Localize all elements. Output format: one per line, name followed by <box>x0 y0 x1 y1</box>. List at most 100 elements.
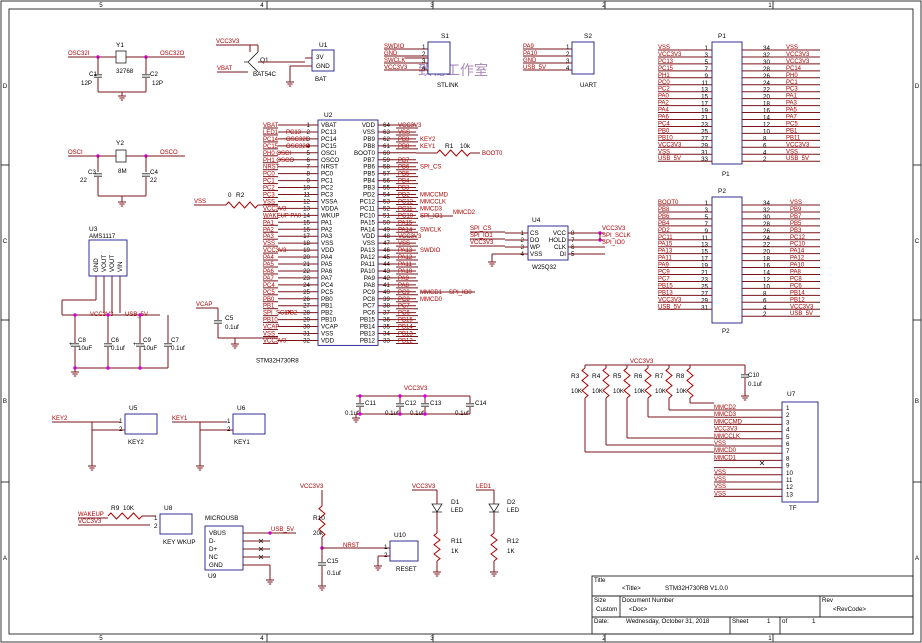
net-label: VSS <box>194 199 206 205</box>
pin-name: PB7 <box>363 157 375 164</box>
net-label: PA12 <box>790 256 805 262</box>
ground-symbol <box>490 568 498 577</box>
ground-lines <box>741 392 749 401</box>
ref-label: R12 <box>507 538 519 545</box>
net-label: MMCD0 <box>420 297 443 303</box>
ref-label: R4 <box>592 373 601 380</box>
pin-name: PC7 <box>363 303 376 310</box>
value-label: 10K <box>634 388 646 395</box>
pin-num: 13 <box>701 87 708 94</box>
pin-num: 22 <box>763 87 770 94</box>
pin-name: PB6 <box>363 164 375 171</box>
ref-label: C1 <box>89 71 97 78</box>
frame-col-label: 5 <box>99 2 103 9</box>
pin-num: 2 <box>763 311 767 318</box>
pin-num: 10 <box>763 283 770 290</box>
net-label: SPI_IO1 <box>470 233 493 239</box>
pin-name: VCC <box>553 230 567 237</box>
net-label: VSS <box>263 241 275 247</box>
net-label: VCC3V3 <box>263 338 287 344</box>
pin-name: PA4 <box>321 254 333 261</box>
net-label: VBAT <box>217 66 233 72</box>
net-label: OSC32I <box>286 137 308 143</box>
switch-u5 <box>124 413 158 435</box>
net-label: PH0 <box>786 73 798 79</box>
ref-label: R5 <box>613 373 622 380</box>
value-label: RESET <box>396 566 417 573</box>
net-label: PA2 <box>658 101 670 107</box>
net-label: PC14 <box>786 66 802 72</box>
ground-symbol <box>286 78 294 87</box>
net-label: PC2 <box>263 186 275 192</box>
value-label: 1K <box>507 548 515 555</box>
net-label: PC13 <box>658 59 674 65</box>
pin-num: 1 <box>705 200 709 207</box>
pin-num: 27 <box>701 135 708 142</box>
net-label: PB13 <box>658 290 673 296</box>
ref-label: R7 <box>655 373 664 380</box>
pin-name: PA7 <box>321 275 333 282</box>
net-label: VSS <box>398 130 410 136</box>
pin-name: PB14 <box>360 324 376 331</box>
ground-symbol <box>71 368 79 377</box>
net-label: SWCLK <box>384 58 405 64</box>
net-label: PH1 OSCO <box>263 158 294 164</box>
pin-name: VDD <box>321 337 335 344</box>
capacitor <box>94 173 102 177</box>
frame-row-label: D <box>3 83 8 90</box>
net-label: KEY1 <box>420 144 436 150</box>
net-label: BOOT0 <box>482 151 503 157</box>
net-label: PB5 <box>398 172 410 178</box>
value-label: KEY1 <box>234 439 250 446</box>
pin-num: 16 <box>763 263 770 270</box>
pin-name: PC14 <box>321 136 337 143</box>
net-label: VCC3V3 <box>714 427 738 433</box>
net-label: MMCCMD <box>714 419 743 425</box>
net-label: PA9 <box>658 263 670 269</box>
rev-label: Rev <box>822 597 834 604</box>
frame-col-label: 4 <box>260 2 264 9</box>
led-d1 <box>431 503 443 513</box>
net-label: PA1 <box>786 94 798 100</box>
junction-dot <box>73 366 77 370</box>
pin-num: 9 <box>705 228 709 235</box>
pin-label: GND <box>316 63 330 70</box>
pin-num: 7 <box>786 448 790 455</box>
value-label: 10K <box>655 388 667 395</box>
capacitor <box>142 74 150 78</box>
frame-row-label: D <box>915 83 920 90</box>
capacitor <box>466 403 474 407</box>
pin-name: PA13 <box>360 247 375 254</box>
crystal-y2 <box>115 149 127 163</box>
net-label: PB9 <box>790 207 802 213</box>
net-label: NRST <box>343 543 360 549</box>
ground-symbol <box>266 576 274 585</box>
pin-name: PA9 <box>364 275 376 282</box>
pin-num: 3 <box>786 419 790 426</box>
ref-label: C4 <box>150 169 158 176</box>
frame-row-label: B <box>3 398 7 405</box>
pin-name: PA14 <box>360 226 375 233</box>
mcu-u2 <box>317 119 379 346</box>
title-block <box>591 575 914 635</box>
net-label: GND <box>384 51 398 57</box>
pin-num: 11 <box>702 80 709 87</box>
junction-dot <box>398 394 402 398</box>
pin-name: VBAT <box>321 122 337 129</box>
net-label: PC8 <box>398 297 410 303</box>
net-label: MMCD2 <box>453 210 476 216</box>
pin-name: VBUS <box>209 530 226 537</box>
net-label: OSC32I <box>68 51 90 57</box>
net-label: VCC3V3 <box>630 359 654 365</box>
net-label: OSC32O <box>286 144 311 150</box>
net-label: VSS <box>398 241 410 247</box>
crystal-y1 <box>115 50 127 64</box>
pin-name: PB13 <box>360 331 376 338</box>
net-label: OSCO <box>160 150 178 156</box>
frame-row-label: C <box>915 238 920 245</box>
ref-label: R1 <box>445 143 454 150</box>
pin-name: PC5 <box>321 289 334 296</box>
net-label: OSCI <box>68 150 83 156</box>
net-label: VSS <box>714 484 726 490</box>
net-label: MMCD1 <box>420 290 443 296</box>
